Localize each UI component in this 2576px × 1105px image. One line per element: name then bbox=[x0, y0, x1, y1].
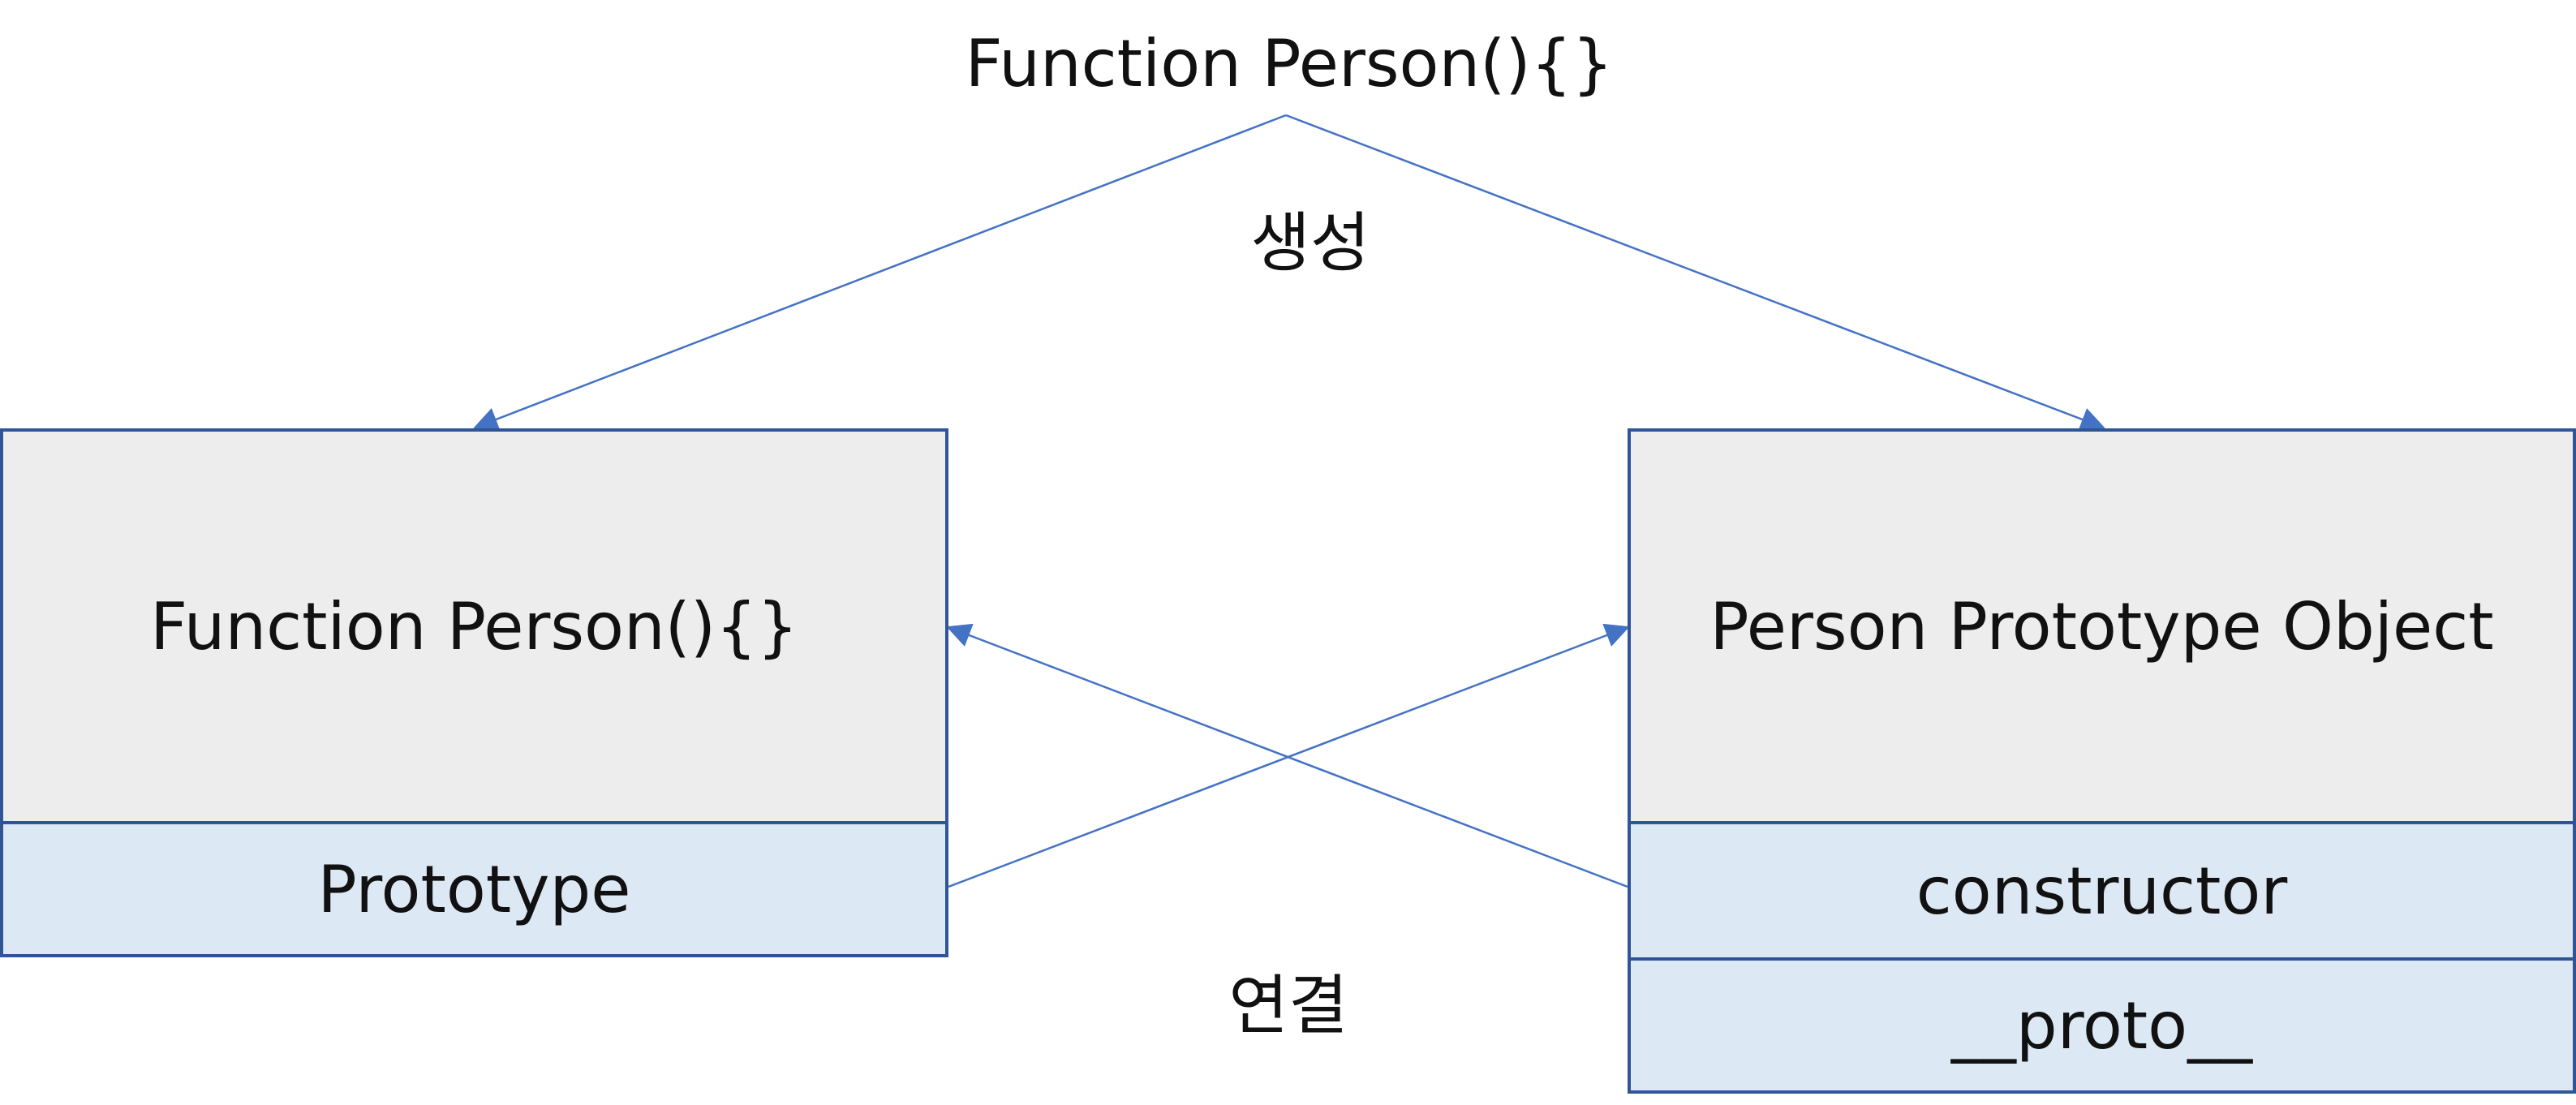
top-title: Function Person(){} bbox=[965, 26, 1614, 101]
function-person-box: Function Person(){} Prototype bbox=[0, 428, 948, 957]
create-label: 생성 bbox=[1250, 205, 1370, 281]
person-prototype-object-box: Person Prototype Object constructor __pr… bbox=[1628, 428, 2576, 1094]
prototype-property: Prototype bbox=[3, 821, 945, 954]
person-prototype-object-title: Person Prototype Object bbox=[1631, 432, 2573, 821]
arrow-create-function bbox=[473, 114, 1287, 432]
proto-property: __proto__ bbox=[1631, 957, 2573, 1090]
function-person-title: Function Person(){} bbox=[3, 432, 945, 821]
link-label: 연결 bbox=[1228, 968, 1348, 1043]
constructor-property: constructor bbox=[1631, 821, 2573, 957]
arrow-create-prototype-object bbox=[1285, 114, 2105, 432]
arrow-constructor-link bbox=[946, 623, 1628, 888]
